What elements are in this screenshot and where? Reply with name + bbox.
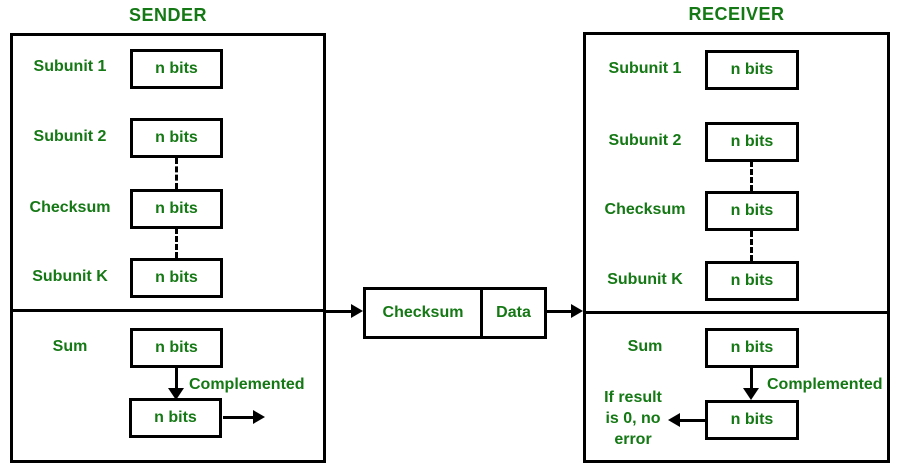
arrow-shaft bbox=[175, 368, 178, 390]
arrow-left-icon bbox=[668, 413, 680, 427]
arrow-right-icon bbox=[351, 304, 363, 318]
receiver-nbits-box: n bits bbox=[705, 122, 799, 162]
sender-panel: Subunit 1 n bits Subunit 2 n bits Checks… bbox=[10, 33, 326, 463]
sender-title: SENDER bbox=[128, 5, 207, 25]
sender-complemented-label: Complemented bbox=[189, 376, 305, 393]
receiver-sum-box: n bits bbox=[705, 328, 799, 368]
sender-row-label: Subunit 1 bbox=[33, 58, 107, 75]
arrow-down-icon bbox=[743, 388, 759, 400]
sender-dashed-connector bbox=[175, 228, 178, 258]
sender-row-label: Subunit 2 bbox=[33, 128, 107, 145]
sender-complemented-box: n bits bbox=[129, 398, 222, 438]
receiver-row-label: Subunit K bbox=[607, 271, 683, 288]
receiver-row-label: Checksum bbox=[604, 201, 686, 218]
receiver-result-note: If result is 0, no error bbox=[592, 387, 674, 450]
sender-nbits-box: n bits bbox=[130, 189, 223, 229]
receiver-panel: Subunit 1 n bits Subunit 2 n bits Checks… bbox=[583, 32, 890, 463]
receiver-title: RECEIVER bbox=[688, 4, 785, 24]
receiver-section-divider bbox=[583, 311, 890, 314]
arrow-down-icon bbox=[168, 388, 184, 400]
receiver-nbits-box: n bits bbox=[705, 191, 799, 231]
sender-row-label: Subunit K bbox=[32, 268, 108, 285]
result-note-line: error bbox=[614, 431, 652, 448]
sender-nbits-box: n bits bbox=[130, 118, 223, 158]
arrow-shaft bbox=[223, 416, 255, 419]
sender-nbits-box: n bits bbox=[130, 49, 223, 89]
sender-sum-label: Sum bbox=[52, 338, 88, 355]
arrow-shaft bbox=[680, 419, 705, 422]
receiver-row-label: Subunit 2 bbox=[608, 132, 682, 149]
receiver-complemented-label: Complemented bbox=[767, 376, 883, 393]
frame-checksum-field: Checksum bbox=[366, 290, 483, 336]
frame-data-field: Data bbox=[496, 304, 531, 321]
sender-row-label: Checksum bbox=[29, 199, 111, 216]
result-note-line: If result bbox=[604, 389, 662, 406]
receiver-nbits-box: n bits bbox=[705, 50, 799, 90]
arrow-shaft bbox=[750, 368, 753, 389]
receiver-dashed-connector bbox=[750, 231, 753, 261]
receiver-nbits-box: n bits bbox=[705, 261, 799, 301]
receiver-dashed-connector bbox=[750, 161, 753, 191]
sender-dashed-connector bbox=[175, 158, 178, 189]
arrow-right-icon bbox=[571, 304, 583, 318]
receiver-sum-label: Sum bbox=[627, 338, 663, 355]
arrow-right-icon bbox=[253, 410, 265, 424]
transmitted-frame-box: Checksum Data bbox=[363, 287, 547, 339]
sender-section-divider bbox=[10, 309, 326, 312]
sender-nbits-box: n bits bbox=[130, 258, 223, 298]
arrow-shaft bbox=[326, 310, 352, 313]
receiver-row-label: Subunit 1 bbox=[608, 60, 682, 77]
arrow-shaft bbox=[547, 310, 572, 313]
result-note-line: is 0, no bbox=[605, 410, 661, 427]
receiver-complemented-box: n bits bbox=[705, 400, 799, 440]
sender-sum-box: n bits bbox=[130, 328, 223, 368]
